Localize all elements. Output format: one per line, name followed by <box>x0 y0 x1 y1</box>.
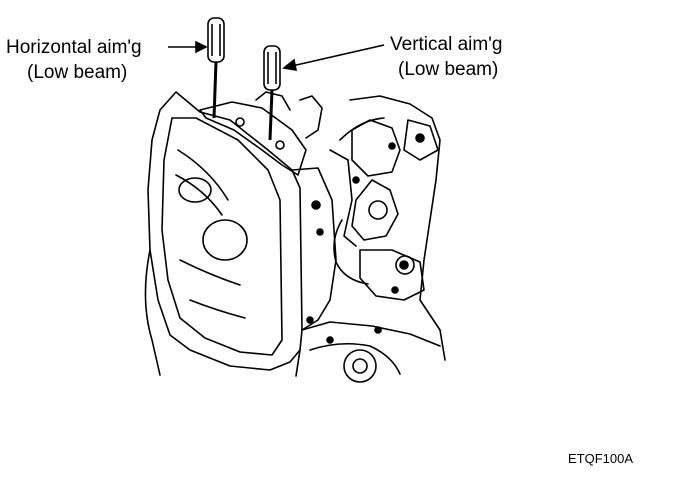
vertical-callout-arrow <box>282 44 385 71</box>
horizontal-callout-arrow <box>168 40 208 54</box>
figure-code: ETQF100A <box>568 451 634 466</box>
horizontal-aim-sublabel: (Low beam) <box>27 62 128 83</box>
vertical-aim-sublabel: (Low beam) <box>398 59 499 80</box>
horizontal-aim-label: Horizontal aim'g <box>6 37 142 58</box>
horizontal-aim-screwdriver <box>207 17 225 119</box>
vertical-aim-screwdriver <box>263 45 281 141</box>
vertical-aim-label: Vertical aim'g <box>390 34 503 55</box>
